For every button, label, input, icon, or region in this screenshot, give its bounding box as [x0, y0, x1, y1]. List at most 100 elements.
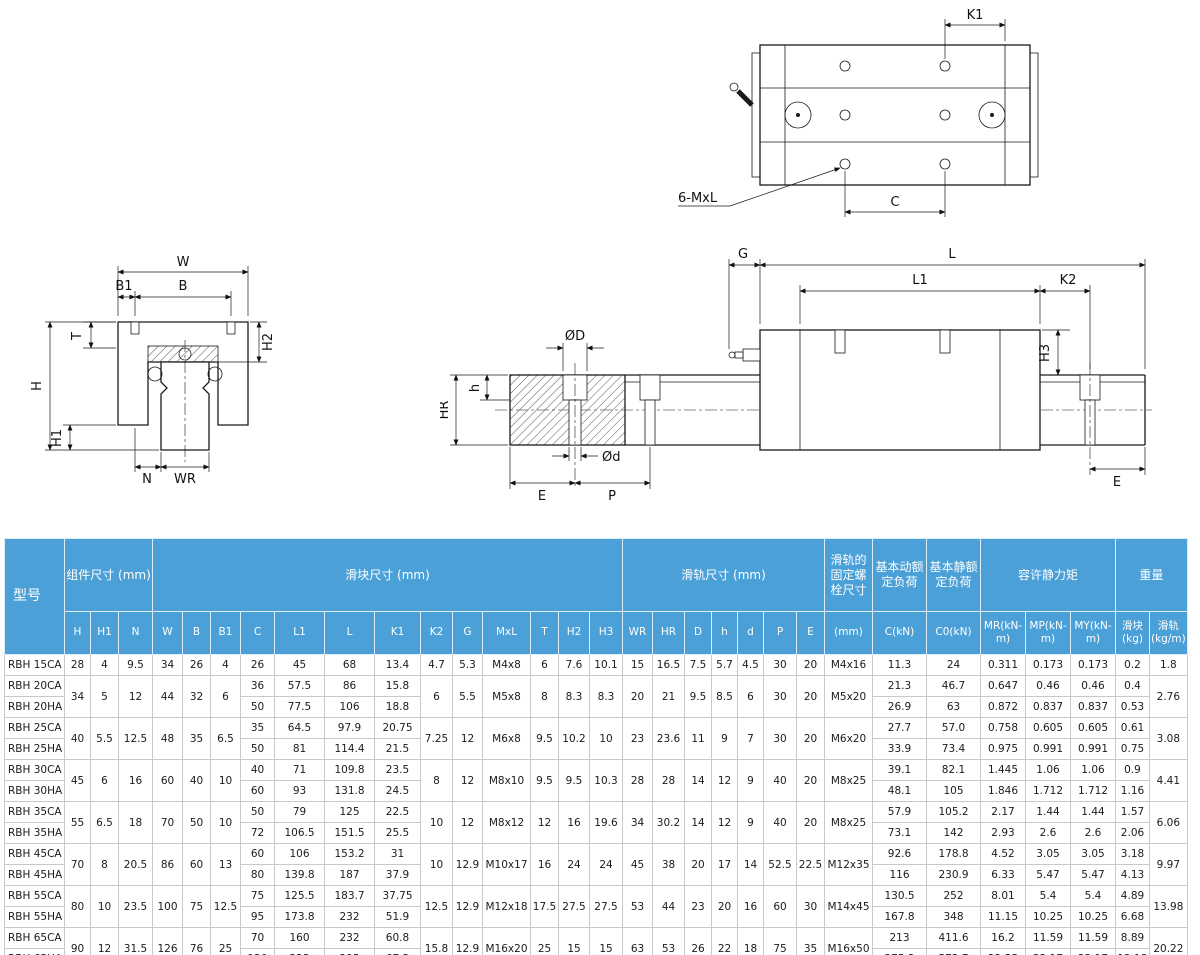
table-cell: 12	[90, 927, 119, 955]
table-cell: M4x16	[824, 654, 873, 676]
table-cell: 30	[763, 717, 797, 760]
dim-label-h3: H3	[1038, 344, 1053, 362]
table-cell: 2.93	[980, 822, 1026, 844]
table-cell: 6	[420, 675, 453, 718]
table-cell: 12.9	[452, 927, 483, 955]
column-header: HR	[652, 611, 685, 655]
dim-e-p: E P	[509, 363, 651, 504]
table-cell: 70	[240, 927, 275, 949]
table-cell: 45	[622, 843, 653, 886]
table-cell: 45	[64, 759, 91, 802]
table-cell: 0.975	[980, 738, 1026, 760]
table-cell: 0.173	[1025, 654, 1071, 676]
table-cell: 13.98	[1149, 885, 1188, 928]
table-cell: 75	[240, 885, 275, 907]
table-cell: M8x25	[824, 759, 873, 802]
table-cell: 10.1	[589, 654, 623, 676]
grease-nipple-top	[729, 82, 754, 107]
table-cell: 16.5	[652, 654, 685, 676]
column-header: T	[530, 611, 559, 655]
dim-label-h2: H2	[261, 333, 276, 351]
table-cell: 92.6	[872, 843, 927, 865]
table-cell: 55	[64, 801, 91, 844]
table-cell: 25	[530, 927, 559, 955]
table-cell: 3.08	[1149, 717, 1188, 760]
table-cell: 4.13	[1115, 864, 1150, 886]
table-cell: 26	[684, 927, 712, 955]
table-cell: 2.6	[1070, 822, 1116, 844]
table-cell: 10.25	[1025, 906, 1071, 928]
table-cell: 9.5	[684, 675, 712, 718]
table-cell: 1.06	[1025, 759, 1071, 781]
table-cell: 6	[737, 675, 764, 718]
table-cell: 1.8	[1149, 654, 1188, 676]
table-cell: 178.8	[926, 843, 981, 865]
column-header: MY(kN-m)	[1070, 611, 1116, 655]
table-cell: 142	[926, 822, 981, 844]
table-cell: 18	[118, 801, 153, 844]
table-cell: M14x45	[824, 885, 873, 928]
table-cell: 4.41	[1149, 759, 1188, 802]
spec-table: 型号组件尺寸 (mm)滑块尺寸 (mm)滑轨尺寸 (mm)滑轨的固定螺栓尺寸基本…	[4, 538, 1188, 955]
table-cell: 11.15	[980, 906, 1026, 928]
column-header: H1	[90, 611, 119, 655]
table-cell: 8.3	[589, 675, 623, 718]
dim-label-k2: K2	[1060, 273, 1077, 288]
table-cell: 223	[274, 948, 325, 955]
table-cell: 252	[926, 885, 981, 907]
table-cell: 105.2	[926, 801, 981, 823]
dim-n-wr: N WR	[134, 428, 210, 487]
table-cell: 160	[274, 927, 325, 949]
table-cell: 0.9	[1115, 759, 1150, 781]
table-cell: 7.6	[558, 654, 590, 676]
dim-label-e-left: E	[538, 489, 546, 504]
table-cell: 12.13	[1115, 948, 1150, 955]
model-cell: RBH 65CA	[4, 927, 65, 949]
column-header: C(kN)	[872, 611, 927, 655]
table-cell: 70	[64, 843, 91, 886]
group-header: 滑块尺寸 (mm)	[152, 538, 623, 612]
table-cell: 33.9	[872, 738, 927, 760]
dim-b1-b: B1 B	[115, 279, 232, 316]
table-cell: 23	[622, 717, 653, 760]
column-header: MxL	[482, 611, 531, 655]
table-cell: 10	[420, 801, 453, 844]
table-cell: 19.6	[589, 801, 623, 844]
table-cell: 9.5	[558, 759, 590, 802]
table-cell: 131.8	[324, 780, 375, 802]
table-cell: 25.5	[374, 822, 421, 844]
table-cell: 8	[530, 675, 559, 718]
table-cell: 6.33	[980, 864, 1026, 886]
carriage-side	[728, 329, 1041, 451]
table-cell: M5x20	[824, 675, 873, 718]
table-cell: 10.3	[589, 759, 623, 802]
table-cell: 13.4	[374, 654, 421, 676]
table-cell: 34	[622, 801, 653, 844]
dim-h1: H1	[50, 424, 116, 451]
table-cell: 5	[90, 675, 119, 718]
column-header: C0(kN)	[926, 611, 981, 655]
table-cell: 0.75	[1115, 738, 1150, 760]
table-cell: 30	[763, 654, 797, 676]
model-cell: RBH 30CA	[4, 759, 65, 781]
model-cell: RBH 35HA	[4, 822, 65, 844]
table-cell: 37.9	[374, 864, 421, 886]
table-cell: 2.76	[1149, 675, 1188, 718]
table-cell: 9	[737, 759, 764, 802]
table-cell: 16	[558, 801, 590, 844]
table-cell: 11.3	[872, 654, 927, 676]
table-cell: 0.53	[1115, 696, 1150, 718]
table-cell: 10.25	[1070, 906, 1116, 928]
table-cell: 22	[711, 927, 738, 955]
table-cell: 73.4	[926, 738, 981, 760]
group-header: 滑轨的固定螺栓尺寸	[824, 538, 873, 612]
table-cell: 53	[652, 927, 685, 955]
table-cell: 6	[530, 654, 559, 676]
table-cell: 60	[240, 780, 275, 802]
